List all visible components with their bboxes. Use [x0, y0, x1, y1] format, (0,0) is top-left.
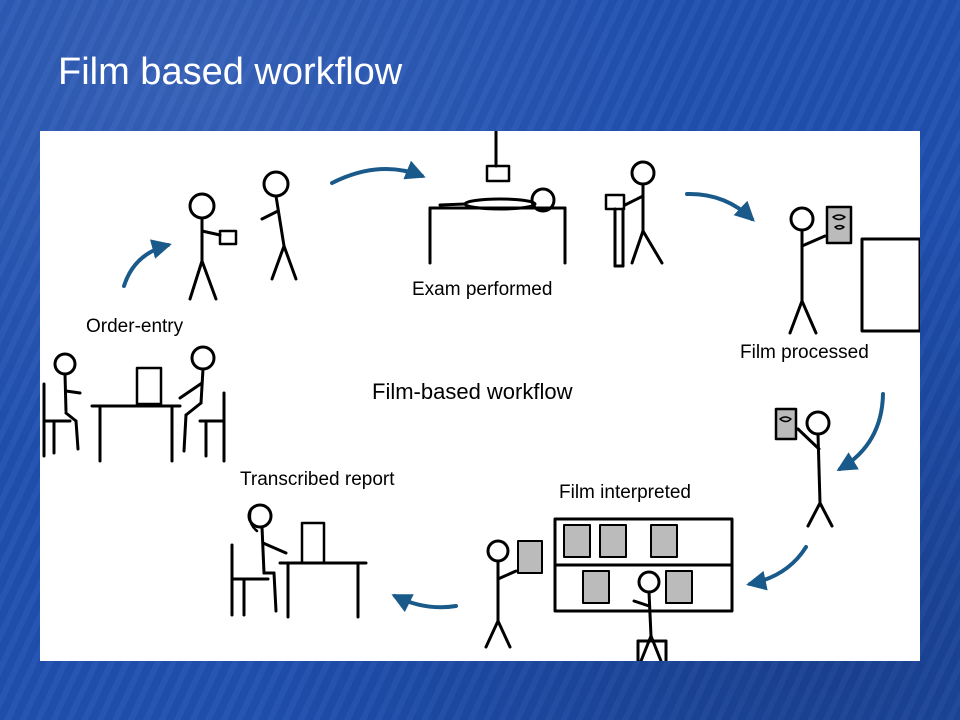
step-label-exam-performed: Exam performed — [412, 279, 553, 300]
arrow-processing-to-courier — [836, 392, 885, 472]
transcriptionist-desk — [230, 503, 368, 619]
arrow-order-to-exam — [330, 160, 426, 185]
workflow-diagram: Exam performed Order-entry Film processe… — [40, 131, 920, 661]
workflow-arrows — [122, 160, 885, 613]
arrow-report-to-order — [122, 239, 172, 288]
film-reading-lightbox — [484, 517, 734, 661]
workflow-illustration — [42, 131, 920, 661]
slide-title: Film based workflow — [58, 51, 403, 93]
film-sheet-processed — [825, 205, 853, 245]
film-courier — [774, 407, 834, 528]
arrow-exam-to-processing — [685, 191, 755, 222]
arrow-interpretation-to-report — [391, 594, 458, 613]
exam-room — [428, 131, 664, 268]
step-label-transcribed-report: Transcribed report — [240, 469, 395, 490]
order-entry-people — [188, 170, 298, 301]
step-label-order-entry: Order-entry — [86, 316, 184, 337]
film-processing — [788, 206, 920, 335]
step-label-film-interpreted: Film interpreted — [559, 482, 691, 503]
order-entry-desk — [42, 345, 226, 463]
arrow-courier-to-interpretation — [746, 545, 808, 591]
diagram-center-label: Film-based workflow — [372, 379, 573, 404]
step-label-film-processed: Film processed — [740, 342, 869, 363]
